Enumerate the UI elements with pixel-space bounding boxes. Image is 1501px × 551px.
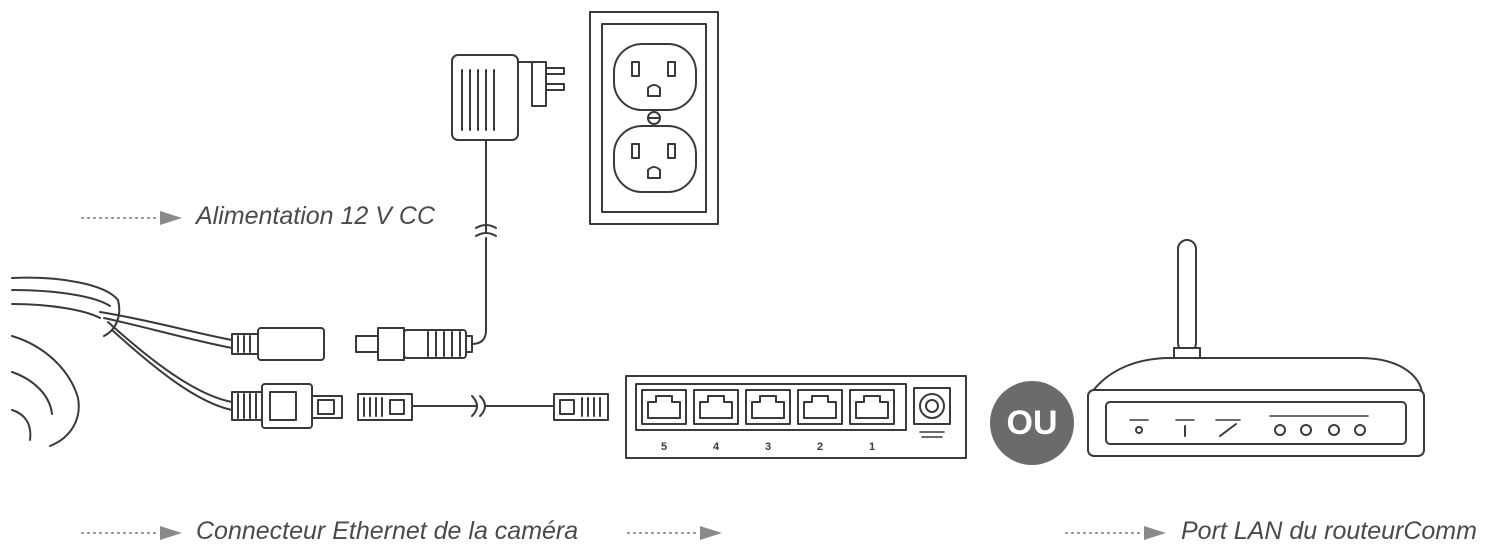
dc-male-connector-icon <box>355 327 473 361</box>
arrow-switch-icon <box>627 526 722 540</box>
camera-connector-label: Connecteur Ethernet de la caméra <box>196 517 579 545</box>
port-number-3: 3 <box>765 441 771 453</box>
switch-port-1 <box>849 389 895 425</box>
router-icon <box>1087 239 1425 457</box>
arrow-camera-icon <box>81 526 182 540</box>
camera-ethernet-jack-icon <box>231 383 343 429</box>
port-number-1: 1 <box>869 441 875 453</box>
arrow-power-icon <box>81 211 182 225</box>
port-number-5: 5 <box>661 441 667 453</box>
power-adapter-icon <box>451 54 565 345</box>
dc-female-connector-icon <box>231 327 325 361</box>
power-label: Alimentation 12 V CC <box>196 202 436 230</box>
switch-port-2 <box>797 389 843 425</box>
switch-port-4 <box>693 389 739 425</box>
or-badge <box>990 381 1074 465</box>
switch-port-5 <box>641 389 687 425</box>
wall-outlet-icon <box>589 11 719 225</box>
switch-port-3 <box>745 389 791 425</box>
network-switch-icon <box>625 375 967 459</box>
arrow-router-icon <box>1065 526 1166 540</box>
camera-icon <box>11 276 233 447</box>
or-badge-label: OU <box>1006 403 1058 442</box>
port-number-2: 2 <box>817 441 823 453</box>
ethernet-cable-icon <box>357 393 609 421</box>
port-number-4: 4 <box>713 441 720 453</box>
router-port-label: Port LAN du routeurComm <box>1181 517 1477 545</box>
